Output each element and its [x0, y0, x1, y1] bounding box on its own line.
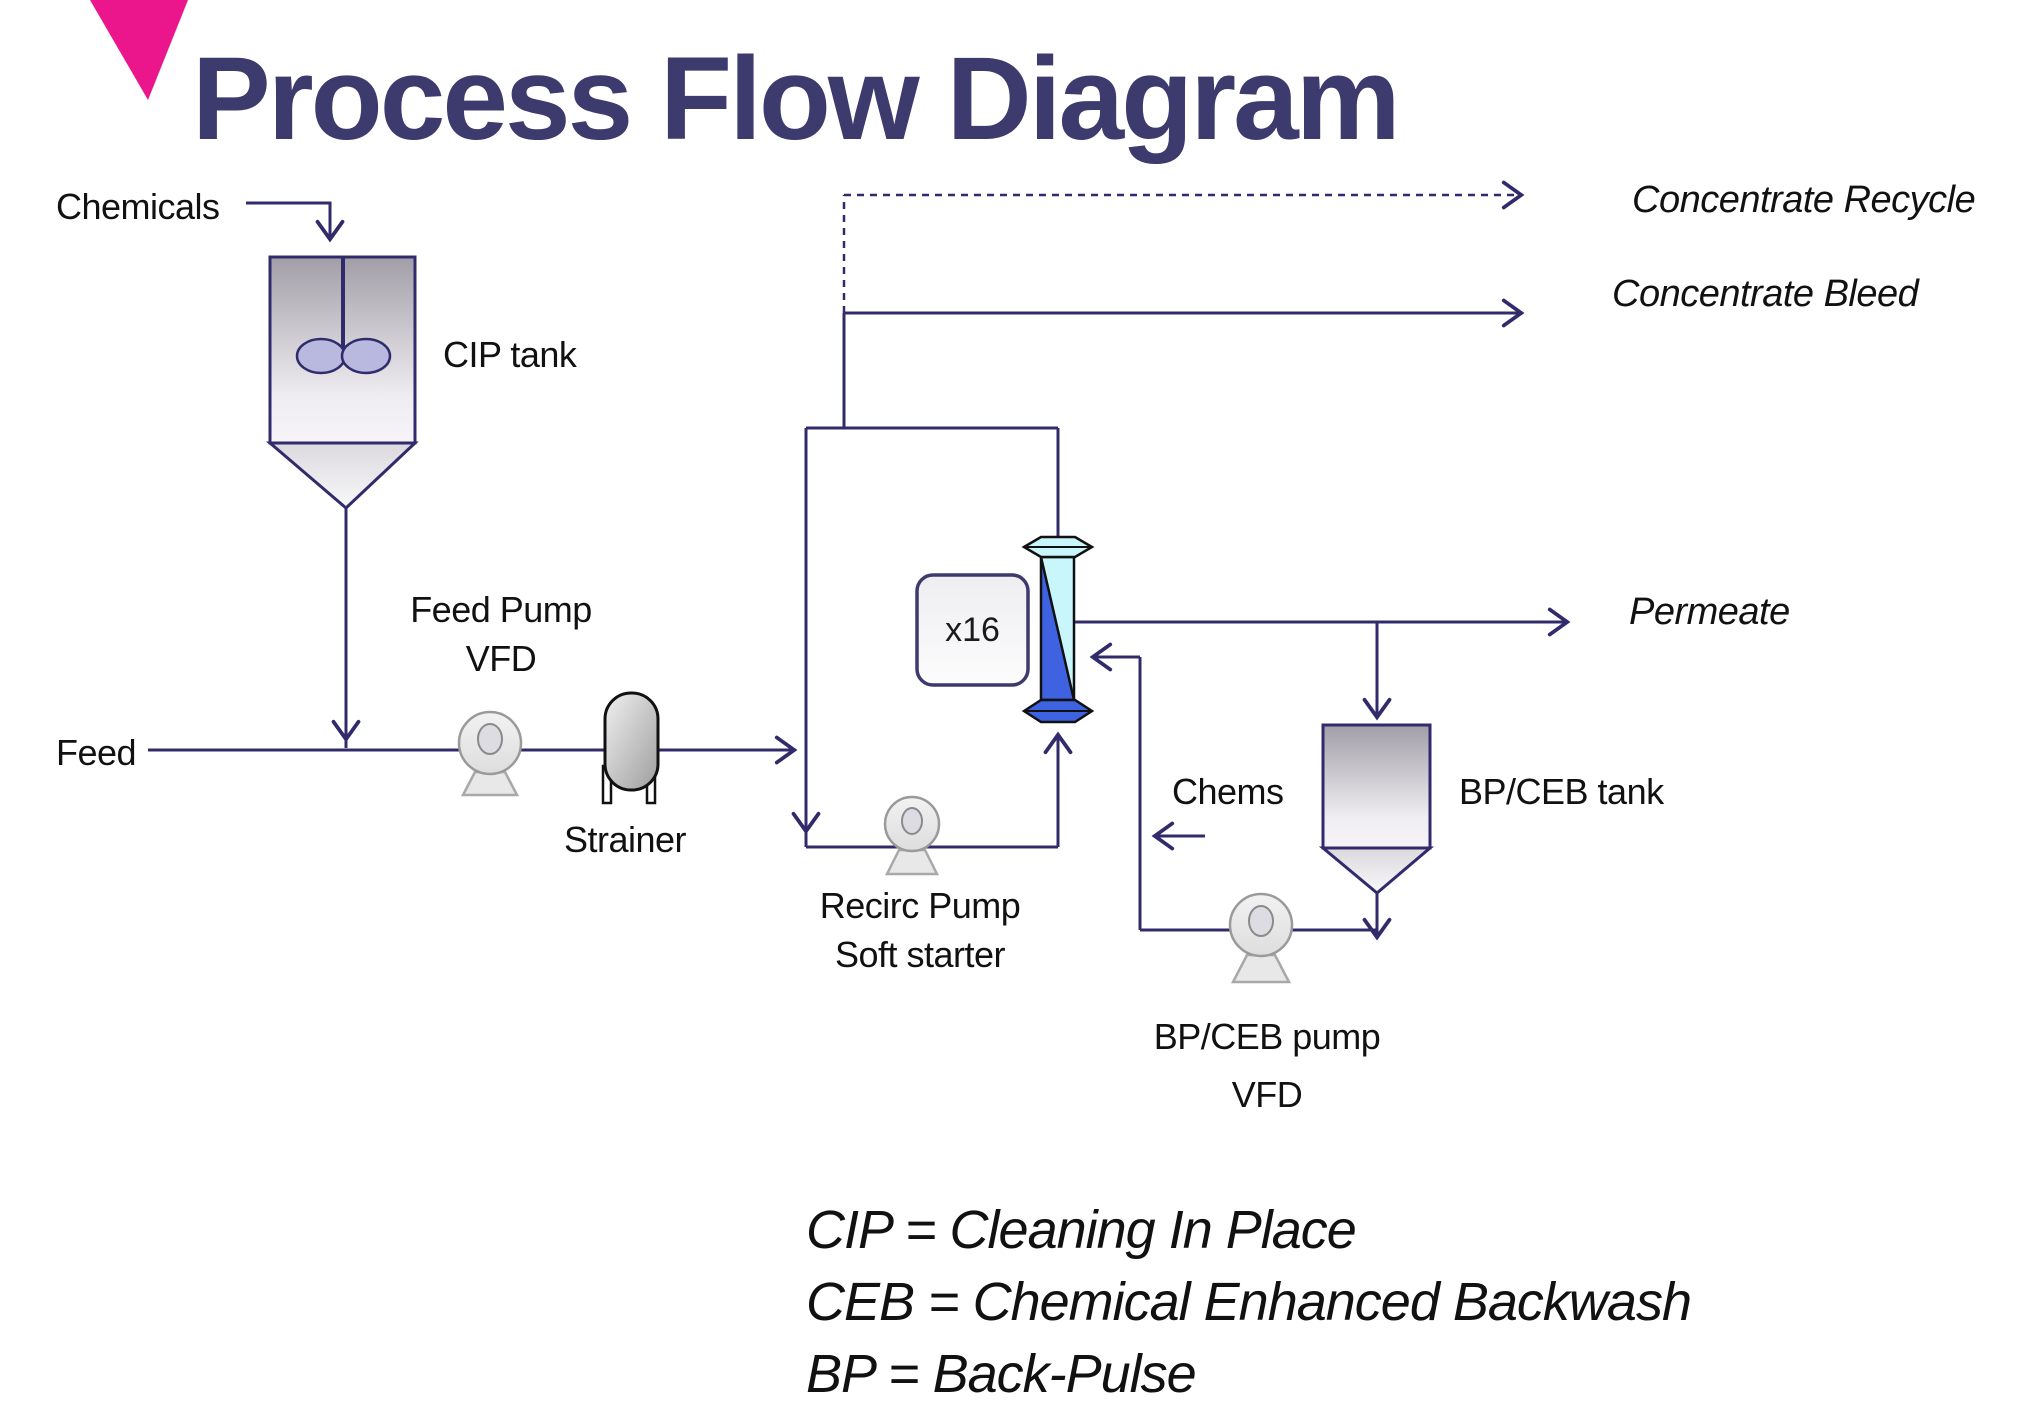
- module-count-label: x16: [945, 611, 1000, 649]
- concentrate-recycle-label: Concentrate Recycle: [1632, 179, 1976, 221]
- feed-pump-label-line1: Feed Pump: [410, 589, 592, 630]
- chemicals-label: Chemicals: [56, 186, 220, 227]
- abbreviation-legend: CIP = Cleaning In Place CEB = Chemical E…: [806, 1194, 1692, 1404]
- bpceb-pump-label-line1: BP/CEB pump: [1153, 1016, 1381, 1057]
- brand-triangle-logo: [90, 0, 188, 100]
- module-count-box: [915, 573, 1030, 687]
- bpceb-pump-symbol: [1228, 892, 1294, 984]
- recirc-pump-label-line1: Recirc Pump: [819, 885, 1021, 926]
- legend-cip: CIP = Cleaning In Place: [806, 1200, 1357, 1260]
- chems-label: Chems: [1172, 771, 1284, 812]
- permeate-label: Permeate: [1629, 591, 1790, 633]
- bpceb-tank-symbol: [1318, 723, 1435, 895]
- membrane-module-symbol: [1021, 535, 1095, 724]
- legend-bp: BP = Back-Pulse: [806, 1344, 1197, 1404]
- strainer-label: Strainer: [563, 819, 687, 860]
- concentrate-bleed-label: Concentrate Bleed: [1612, 273, 1919, 315]
- bpceb-pump-label: BP/CEB pump VFD: [1117, 1008, 1417, 1123]
- bpceb-pump-label-line2: VFD: [1231, 1073, 1303, 1115]
- feed-label: Feed: [56, 732, 137, 773]
- chemicals-inlet-line: [246, 201, 345, 243]
- stirrer-impeller-left: [295, 337, 347, 375]
- recirc-pump-symbol: [883, 795, 941, 876]
- feed-pump-label-line2: VFD: [465, 637, 537, 679]
- stirrer-impeller-right: [340, 337, 392, 375]
- feed-pump-symbol: [457, 710, 523, 797]
- strainer-symbol: [601, 691, 660, 805]
- feed-pump-label: Feed Pump VFD: [351, 586, 651, 683]
- cip-tank-label: CIP tank: [443, 334, 577, 375]
- recirc-pump-label: Recirc Pump Soft starter: [770, 882, 1070, 979]
- page-title: Process Flow Diagram: [192, 33, 1401, 165]
- bpceb-tank-label: BP/CEB tank: [1459, 771, 1664, 812]
- recirc-pump-label-line2: Soft starter: [834, 933, 1006, 975]
- cip-tank-cone: [265, 441, 419, 511]
- legend-ceb: CEB = Chemical Enhanced Backwash: [806, 1272, 1692, 1332]
- cip-tank-symbol: [265, 255, 419, 511]
